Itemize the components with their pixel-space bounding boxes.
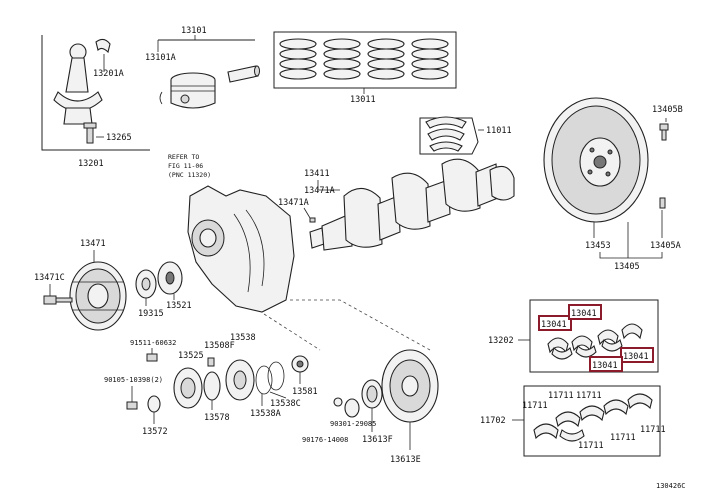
flywheel-group: 13405B 13405A 13453 13405 bbox=[543, 97, 683, 272]
crankshaft-icon bbox=[309, 158, 515, 251]
label-90105-10398: 90105-10398(2) bbox=[104, 376, 163, 384]
label-11711-b: 11711 bbox=[548, 391, 574, 401]
piston-icon bbox=[170, 72, 216, 109]
label-11711-e: 11711 bbox=[640, 425, 666, 435]
ref-note-line1: REFER TO bbox=[168, 153, 199, 161]
label-13525: 13525 bbox=[178, 351, 204, 361]
label-13572: 13572 bbox=[142, 427, 168, 437]
label-13581: 13581 bbox=[292, 387, 318, 397]
bearing-13581-icon bbox=[291, 355, 309, 373]
rod-bolt-icon bbox=[83, 122, 97, 144]
label-13471C: 13471C bbox=[34, 273, 65, 283]
idler-gear-icon bbox=[173, 367, 203, 409]
label-13405: 13405 bbox=[614, 262, 640, 272]
label-13613E: 13613E bbox=[390, 455, 421, 465]
snap-ring-icon bbox=[159, 91, 163, 105]
ref-note-line2: FIG 11-06 bbox=[168, 162, 203, 170]
thrust-washer-group: 11011 bbox=[419, 116, 512, 155]
label-11711-f: 11711 bbox=[578, 441, 604, 451]
label-13201A: 13201A bbox=[93, 69, 124, 79]
timing-cover-group: REFER TO FIG 11-06 (PNC 11320) bbox=[168, 153, 431, 351]
flywheel-bolt-icon bbox=[659, 123, 669, 141]
label-13538C: 13538C bbox=[270, 399, 301, 409]
timing-cover-icon bbox=[187, 185, 295, 313]
label-11702: 11702 bbox=[480, 416, 506, 426]
crank-pulley-group: 13471 13471C 19315 13521 bbox=[34, 239, 192, 331]
plug-90301-icon bbox=[333, 397, 343, 407]
main-bearing-icon bbox=[547, 323, 643, 360]
piston-rings-group: 13011 bbox=[273, 31, 457, 105]
crank-sprocket-icon bbox=[157, 261, 183, 295]
balance-shaft-group: 91511-60632 13525 13508F 13538 90105-103… bbox=[104, 333, 318, 437]
label-13613F: 13613F bbox=[362, 435, 393, 445]
oil-seal-13613F-icon bbox=[361, 379, 383, 409]
dowel-pin-icon bbox=[659, 197, 666, 209]
crank-pulley-icon bbox=[69, 261, 127, 331]
flywheel-icon bbox=[543, 97, 649, 223]
label-13405A: 13405A bbox=[650, 241, 681, 251]
connecting-rod-group: 13201A 13265 13201 bbox=[41, 35, 150, 169]
label-13471A-upper: 13471A bbox=[304, 186, 335, 196]
main-bearing-set-group: 13202 13041 13041 13041 13041 bbox=[488, 299, 659, 373]
label-90176-14008: 90176-14008 bbox=[302, 436, 348, 444]
label-11711-c: 11711 bbox=[576, 391, 602, 401]
rod-bearing-icon bbox=[95, 38, 111, 54]
damper-pulley-13613E-icon bbox=[381, 349, 439, 423]
label-13405B: 13405B bbox=[652, 105, 683, 115]
front-damper-group: 90301-29085 90176-14008 13613F 13613E bbox=[302, 349, 439, 465]
label-13538A: 13538A bbox=[250, 409, 281, 419]
label-13041-d: 13041 bbox=[592, 361, 618, 371]
washer-13572-icon bbox=[147, 395, 161, 413]
ref-note-line3: (PNC 11320) bbox=[168, 171, 211, 179]
label-11711-a: 11711 bbox=[522, 401, 548, 411]
label-13041-c: 13041 bbox=[623, 352, 649, 362]
balance-gear-icon bbox=[225, 359, 255, 401]
label-11711-d: 11711 bbox=[610, 433, 636, 443]
label-13453: 13453 bbox=[585, 241, 611, 251]
crank-timing-gear-icon bbox=[135, 269, 157, 299]
ring-13538A-icon bbox=[267, 361, 285, 391]
spacer-13508F-icon bbox=[207, 357, 215, 367]
label-13508F: 13508F bbox=[204, 341, 235, 351]
label-13411: 13411 bbox=[304, 169, 330, 179]
label-13202: 13202 bbox=[488, 336, 514, 346]
label-91511-60632: 91511-60632 bbox=[130, 339, 176, 347]
rod-bearing-shell-icon bbox=[533, 393, 653, 442]
label-13538: 13538 bbox=[230, 333, 256, 343]
rod-bearing-set-group: 11702 11711 11711 11711 11711 11711 1171… bbox=[480, 385, 666, 457]
label-13101A: 13101A bbox=[145, 53, 176, 63]
piston-ring-set-icon bbox=[279, 38, 449, 80]
piston-group: 13101 13101A bbox=[145, 26, 260, 109]
bolt-90105-icon bbox=[126, 401, 138, 410]
label-13101: 13101 bbox=[181, 26, 207, 36]
thrust-washer-icon bbox=[425, 116, 467, 152]
label-11011: 11011 bbox=[486, 126, 512, 136]
label-13041-a: 13041 bbox=[541, 320, 567, 330]
connecting-rod-icon bbox=[53, 43, 103, 125]
label-13471: 13471 bbox=[80, 239, 106, 249]
label-13011: 13011 bbox=[350, 95, 376, 105]
label-19315: 19315 bbox=[138, 309, 164, 319]
crank-key-icon bbox=[309, 217, 316, 223]
label-13201: 13201 bbox=[78, 159, 104, 169]
label-13578: 13578 bbox=[204, 413, 230, 423]
label-13041-b: 13041 bbox=[571, 309, 597, 319]
figure-code: 130426C bbox=[656, 482, 686, 490]
crankshaft-group: 13411 13471A 13471A bbox=[278, 158, 515, 251]
label-13471A-lower: 13471A bbox=[278, 198, 309, 208]
bolt-91511-icon bbox=[146, 353, 158, 362]
seal-90176-icon bbox=[344, 398, 360, 418]
label-13265: 13265 bbox=[106, 133, 132, 143]
thrust-plate-icon bbox=[203, 371, 221, 401]
label-13521: 13521 bbox=[166, 301, 192, 311]
snap-ring-13538C-icon bbox=[255, 365, 273, 395]
piston-pin-icon bbox=[227, 65, 260, 83]
label-90301-29085: 90301-29085 bbox=[330, 420, 376, 428]
pulley-bolt-icon bbox=[43, 295, 73, 305]
